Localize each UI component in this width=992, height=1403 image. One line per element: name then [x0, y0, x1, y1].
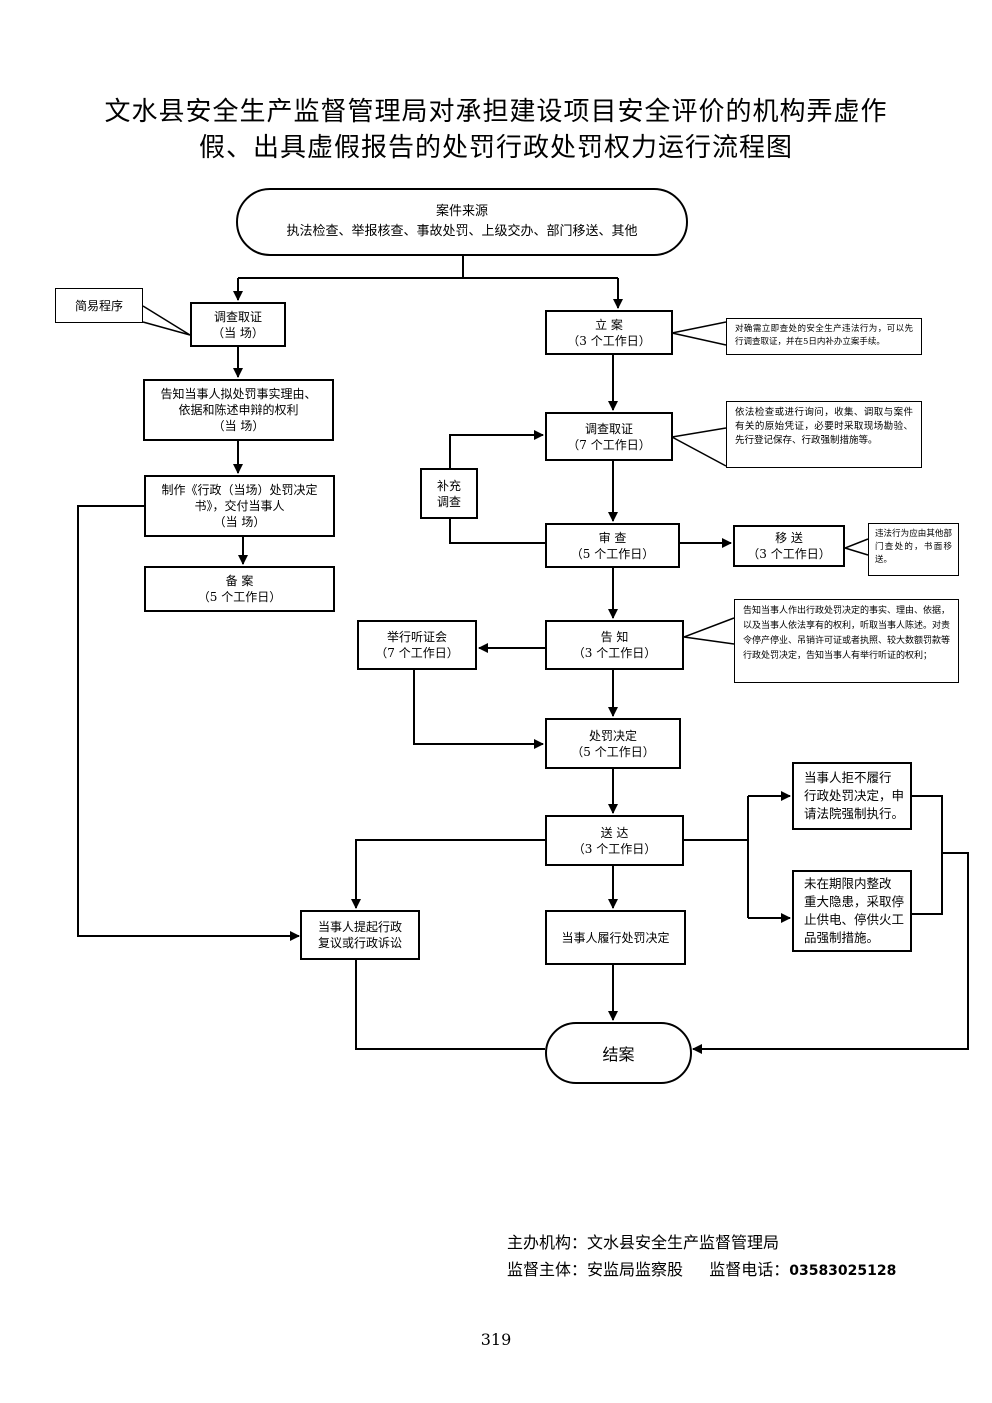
court-enforcement-box: 当事人拒不履行 行政处罚决定，申 请法院强制执行。: [792, 762, 912, 830]
register-note: 对确需立即查处的安全生产违法行为，可以先行调查取证，并在5日内补办立案手续。: [726, 318, 922, 355]
footer-phone-label: 监督电话：: [709, 1260, 790, 1279]
register-box: 立 案 （3 个工作日）: [545, 310, 673, 355]
simple-investigate-box: 调查取证 （当 场）: [190, 302, 286, 347]
page-title-line2: 假、出具虚假报告的处罚行政处罚权力运行流程图: [198, 133, 793, 163]
footer-supervisor: 监督主体：安监局监察股: [507, 1260, 684, 1279]
deliver-box: 送 达 （3 个工作日）: [545, 815, 684, 866]
transfer-note: 违法行为应由其他部门查处的，书面移送。: [868, 523, 959, 576]
supplement-investigation-box: 补充 调查: [420, 468, 478, 519]
investigate-note: 依法检查或进行询问，收集、调取与案件有关的原始凭证，必要时采取现场勘验、先行登记…: [726, 401, 922, 468]
inform-note: 告知当事人作出行政处罚决定的事实、理由、依据，以及当事人依法享有的权利，听取当事…: [734, 599, 959, 683]
hazard-measures-box: 未在期限内整改 重大隐患，采取停 止供电、停供火工 品强制措施。: [792, 870, 912, 952]
investigate-box: 调查取证 （7 个工作日）: [545, 412, 673, 461]
page-number: 319: [480, 1330, 512, 1349]
page-title-line1: 文水县安全生产监督管理局对承担建设项目安全评价的机构弄虚作: [104, 97, 888, 127]
case-source-title: 案件来源: [435, 204, 488, 219]
simple-archive-box: 备 案 （5 个工作日）: [144, 566, 335, 612]
footer-phone: 03583025128: [789, 1263, 897, 1279]
case-closed-oval: 结案: [545, 1022, 692, 1084]
footer-organizer: 主办机构：文水县安全生产监督管理局: [507, 1233, 780, 1252]
simple-decision-box: 制作《行政（当场）处罚决定 书》，交付当事人 （当 场）: [144, 475, 335, 537]
appeal-box: 当事人提起行政 复议或行政诉讼: [300, 910, 420, 960]
review-box: 审 查 （5 个工作日）: [545, 523, 680, 568]
hearing-box: 举行听证会 （7 个工作日）: [357, 620, 477, 670]
comply-box: 当事人履行处罚决定: [545, 910, 686, 965]
simple-procedure-label: 简易程序: [55, 288, 143, 323]
simple-notify-box: 告知当事人拟处罚事实理由、 依据和陈述申辩的权利 （当 场）: [143, 379, 334, 441]
case-source-box: 案件来源 执法检查、举报核查、事故处罚、上级交办、部门移送、其他: [236, 188, 688, 256]
transfer-box: 移 送 （3 个工作日）: [733, 525, 845, 567]
case-source-list: 执法检查、举报核查、事故处罚、上级交办、部门移送、其他: [286, 224, 638, 239]
decision-box: 处罚决定 （5 个工作日）: [545, 718, 681, 769]
footer-supervision: 监督主体：安监局监察股 监督电话：03583025128: [507, 1258, 896, 1283]
inform-box: 告 知 （3 个工作日）: [545, 620, 684, 670]
